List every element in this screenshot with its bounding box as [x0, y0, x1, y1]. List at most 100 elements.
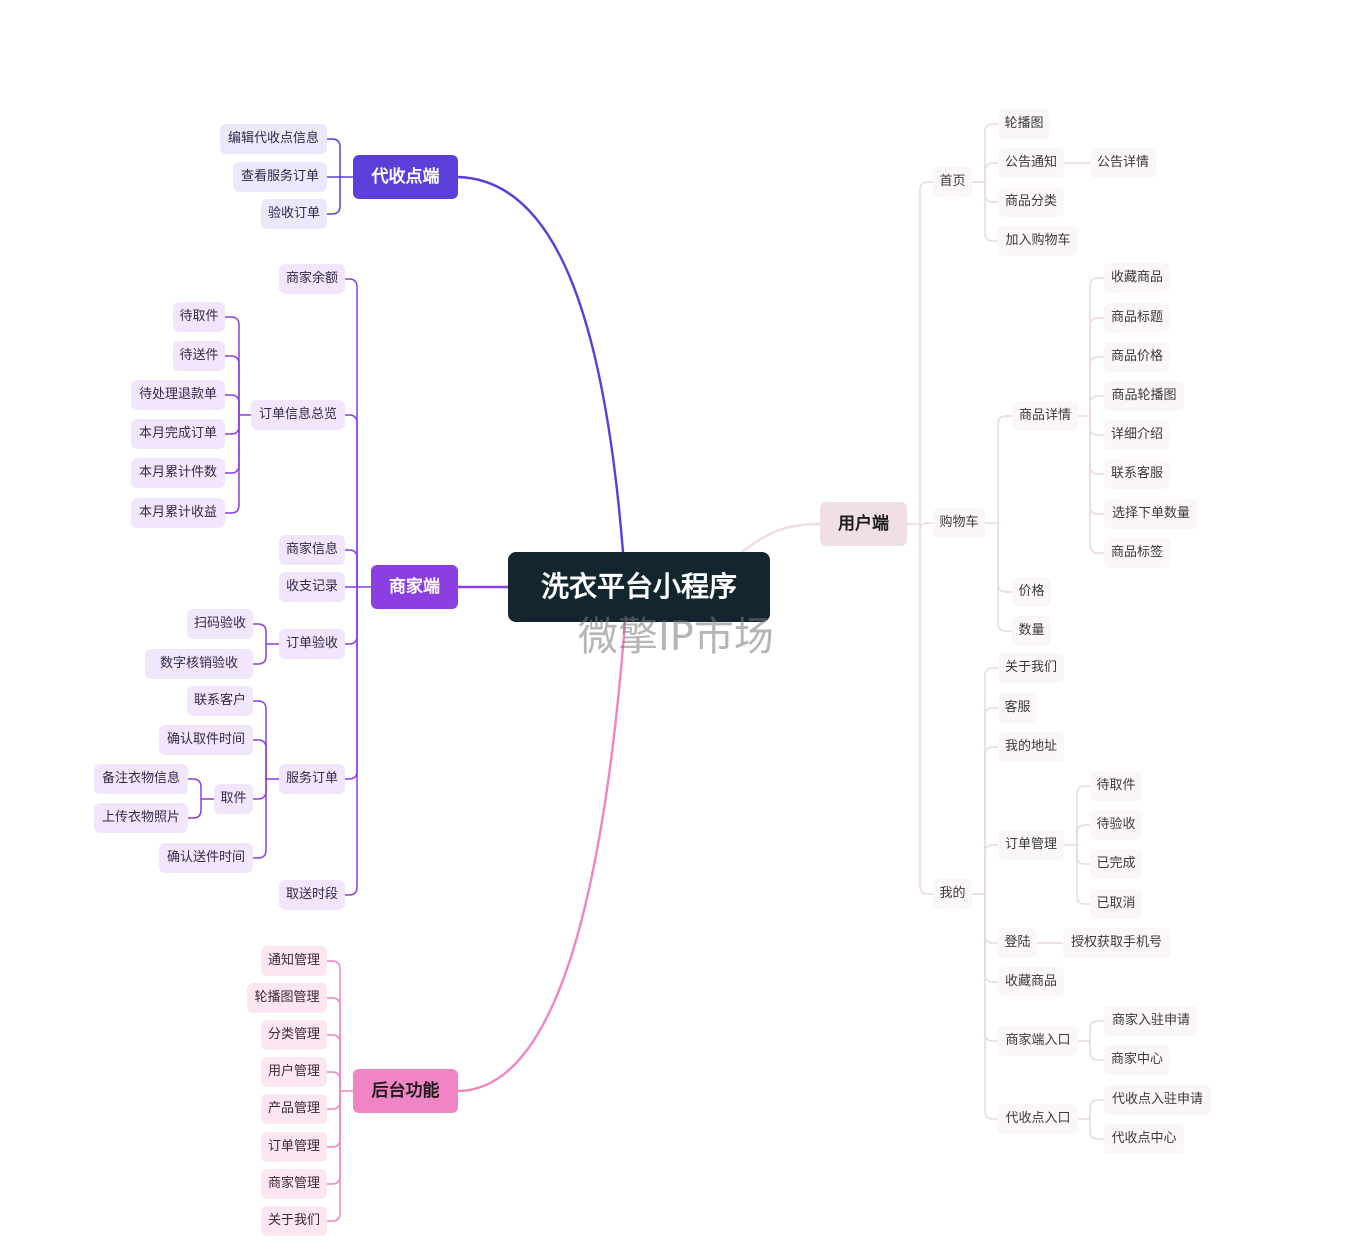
- shang-item-acceptance[interactable]: 订单验收: [279, 629, 345, 659]
- hou-item-about[interactable]: 关于我们: [261, 1206, 327, 1236]
- detail-title[interactable]: 商品标题: [1104, 303, 1170, 333]
- shang-item-balance[interactable]: 商家余额: [279, 264, 345, 294]
- service-confirm-pickup-time[interactable]: 确认取件时间: [159, 725, 253, 755]
- hou-item-banner[interactable]: 轮播图管理: [247, 983, 327, 1013]
- dai-item-view-orders[interactable]: 查看服务订单: [233, 162, 327, 192]
- shang-item-records[interactable]: 收支记录: [279, 572, 345, 602]
- overview-month-done[interactable]: 本月完成订单: [131, 419, 225, 449]
- mine-login[interactable]: 登陆: [998, 928, 1037, 958]
- hou-item-merchant[interactable]: 商家管理: [261, 1169, 327, 1199]
- acceptance-scan[interactable]: 扫码验收: [187, 609, 253, 639]
- service-pickup[interactable]: 取件: [214, 784, 253, 814]
- detail-contact-service[interactable]: 联系客服: [1104, 459, 1170, 489]
- bracket-branch: [919, 181, 934, 525]
- bracket-branch: [919, 522, 934, 532]
- order-cancelled[interactable]: 已取消: [1090, 889, 1142, 919]
- branch-hou-tai[interactable]: 后台功能: [353, 1069, 458, 1113]
- yong-item-home[interactable]: 首页: [933, 167, 972, 197]
- hou-item-order[interactable]: 订单管理: [261, 1132, 327, 1162]
- bracket-branch: [1089, 1099, 1105, 1120]
- bracket-branch: [252, 623, 267, 645]
- cart-quantity[interactable]: 数量: [1012, 616, 1051, 646]
- shang-item-order-overview[interactable]: 订单信息总览: [251, 400, 345, 430]
- merchant-center[interactable]: 商家中心: [1104, 1045, 1170, 1075]
- mine-service[interactable]: 客服: [998, 693, 1037, 723]
- hou-item-user[interactable]: 用户管理: [261, 1057, 327, 1087]
- branch-dai-shou-dian[interactable]: 代收点端: [353, 155, 458, 199]
- bracket-branch: [326, 176, 341, 215]
- branch-shang-jia[interactable]: 商家端: [371, 565, 458, 609]
- bracket-branch: [984, 844, 999, 895]
- detail-carousel[interactable]: 商品轮播图: [1104, 381, 1184, 411]
- order-pickup[interactable]: 待取件: [1090, 771, 1142, 801]
- detail-price[interactable]: 商品价格: [1104, 342, 1170, 372]
- bracket-branch: [984, 893, 999, 1120]
- bracket-branch: [344, 586, 358, 896]
- home-banner[interactable]: 轮播图: [998, 109, 1050, 139]
- order-to-check[interactable]: 待验收: [1090, 810, 1142, 840]
- dai-item-accept-order[interactable]: 验收订单: [261, 199, 327, 229]
- home-announcement[interactable]: 公告通知: [998, 148, 1064, 178]
- mine-favorites[interactable]: 收藏商品: [998, 967, 1064, 997]
- bracket-branch: [1076, 844, 1091, 905]
- acceptance-code[interactable]: 数字核销验收: [145, 649, 253, 679]
- hou-item-category[interactable]: 分类管理: [261, 1020, 327, 1050]
- detail-choose-quantity[interactable]: 选择下单数量: [1104, 499, 1198, 529]
- service-confirm-delivery-time[interactable]: 确认送件时间: [159, 843, 253, 873]
- bracket-branch: [252, 643, 267, 665]
- bracket-branch: [997, 415, 1013, 524]
- bracket-branch: [984, 181, 999, 203]
- bracket-branch: [997, 522, 1013, 593]
- detail-intro[interactable]: 详细介绍: [1104, 420, 1170, 450]
- collection-center[interactable]: 代收点中心: [1104, 1124, 1184, 1154]
- bracket-branch: [326, 997, 341, 1092]
- yong-item-cart[interactable]: 购物车: [933, 508, 985, 538]
- mine-about[interactable]: 关于我们: [998, 653, 1064, 683]
- mine-order-manage[interactable]: 订单管理: [998, 830, 1064, 860]
- root-node[interactable]: 洗衣平台小程序: [508, 552, 770, 622]
- mine-merchant-entry[interactable]: 商家端入口: [998, 1026, 1078, 1056]
- pickup-note-clothes[interactable]: 备注衣物信息: [94, 764, 188, 794]
- shang-item-service-order[interactable]: 服务订单: [279, 764, 345, 794]
- merchant-apply[interactable]: 商家入驻申请: [1104, 1006, 1198, 1036]
- mine-collection-entry[interactable]: 代收点入口: [998, 1104, 1078, 1134]
- announcement-detail[interactable]: 公告详情: [1090, 148, 1156, 178]
- bracket-branch: [326, 138, 341, 178]
- home-add-cart[interactable]: 加入购物车: [998, 226, 1078, 256]
- overview-month-income[interactable]: 本月累计收益: [131, 498, 225, 528]
- pickup-upload-photos[interactable]: 上传衣物照片: [94, 803, 188, 833]
- overview-delivery[interactable]: 待送件: [173, 341, 225, 371]
- bracket-branch: [344, 586, 358, 645]
- hou-item-product[interactable]: 产品管理: [261, 1094, 327, 1124]
- order-completed[interactable]: 已完成: [1090, 849, 1142, 879]
- bracket-branch: [1076, 824, 1091, 846]
- cart-product-detail[interactable]: 商品详情: [1012, 401, 1078, 431]
- shang-item-info[interactable]: 商家信息: [279, 535, 345, 565]
- shang-item-time-slots[interactable]: 取送时段: [279, 880, 345, 910]
- branch-yong-hu[interactable]: 用户端: [820, 502, 907, 546]
- collection-apply[interactable]: 代收点入驻申请: [1104, 1085, 1211, 1115]
- bracket-branch: [997, 522, 1013, 632]
- bracket-branch: [326, 960, 341, 1092]
- login-phone-auth[interactable]: 授权获取手机号: [1063, 928, 1170, 958]
- service-contact-customer[interactable]: 联系客户: [187, 686, 253, 716]
- bracket-branch: [984, 893, 999, 944]
- overview-month-count[interactable]: 本月累计件数: [131, 458, 225, 488]
- bracket-branch: [187, 798, 202, 819]
- hou-item-notice[interactable]: 通知管理: [261, 946, 327, 976]
- bracket-branch: [224, 414, 240, 474]
- mine-address[interactable]: 我的地址: [998, 732, 1064, 762]
- overview-refund[interactable]: 待处理退款单: [131, 380, 225, 410]
- home-category[interactable]: 商品分类: [998, 187, 1064, 217]
- bracket-branch: [224, 316, 240, 416]
- yong-item-mine[interactable]: 我的: [933, 879, 972, 909]
- overview-pickup[interactable]: 待取件: [173, 302, 225, 332]
- bracket-branch: [1089, 415, 1105, 515]
- bracket-branch: [224, 355, 240, 416]
- cart-price[interactable]: 价格: [1012, 577, 1051, 607]
- detail-favorite[interactable]: 收藏商品: [1104, 263, 1170, 293]
- bracket-branch: [326, 1090, 341, 1222]
- detail-tags[interactable]: 商品标签: [1104, 538, 1170, 568]
- dai-item-edit-info[interactable]: 编辑代收点信息: [220, 124, 327, 154]
